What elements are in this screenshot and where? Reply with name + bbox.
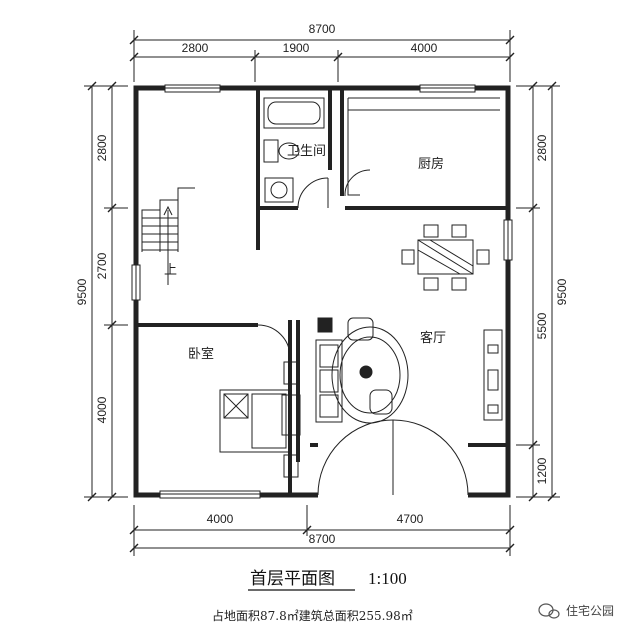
kitchen-counter (347, 97, 500, 196)
room-label-kitchen: 厨房 (418, 156, 444, 172)
staircase (141, 187, 195, 285)
windows (131, 84, 513, 499)
bed (219, 361, 301, 478)
dim-top-seg-2: 1900 (283, 41, 310, 55)
room-label-bedroom: 卧室 (188, 346, 214, 362)
room-label-bathroom: 卫生间 (287, 144, 326, 159)
dim-top-seg-1: 2800 (182, 41, 209, 55)
dim-bottom-total: 8700 (309, 532, 336, 546)
dim-right-seg-3: 1200 (535, 457, 549, 484)
watermark-label: 住宅公园 (566, 603, 614, 618)
dining-table (401, 224, 490, 291)
dim-right-seg-1: 2800 (535, 134, 549, 161)
stair-up-label: 上 (164, 263, 177, 278)
wechat-icon (538, 603, 560, 619)
dim-right-total: 9500 (555, 278, 569, 305)
dim-top-seg-3: 4000 (411, 41, 438, 55)
dim-top-total: 8700 (309, 22, 336, 36)
drawing-scale: 1:100 (368, 569, 407, 588)
dim-left-seg-2: 2700 (95, 252, 109, 279)
drawing-title: 首层平面图 (250, 569, 335, 589)
dim-bottom-seg-1: 4000 (207, 512, 234, 526)
dim-left-seg-3: 4000 (95, 396, 109, 423)
interior-walls (136, 88, 508, 495)
area-summary: 占地面积87.8㎡建筑总面积255.98㎡ (212, 608, 413, 623)
bathroom-fixtures (263, 97, 325, 203)
tv-cabinet (483, 329, 503, 421)
dim-right-seg-2: 5500 (535, 312, 549, 339)
dim-left-seg-1: 2800 (95, 134, 109, 161)
sofa-set (315, 317, 409, 424)
room-label-living: 客厅 (420, 330, 446, 346)
door-swings (257, 169, 469, 496)
dim-bottom-seg-2: 4700 (397, 512, 424, 526)
dim-left-total: 9500 (75, 278, 89, 305)
